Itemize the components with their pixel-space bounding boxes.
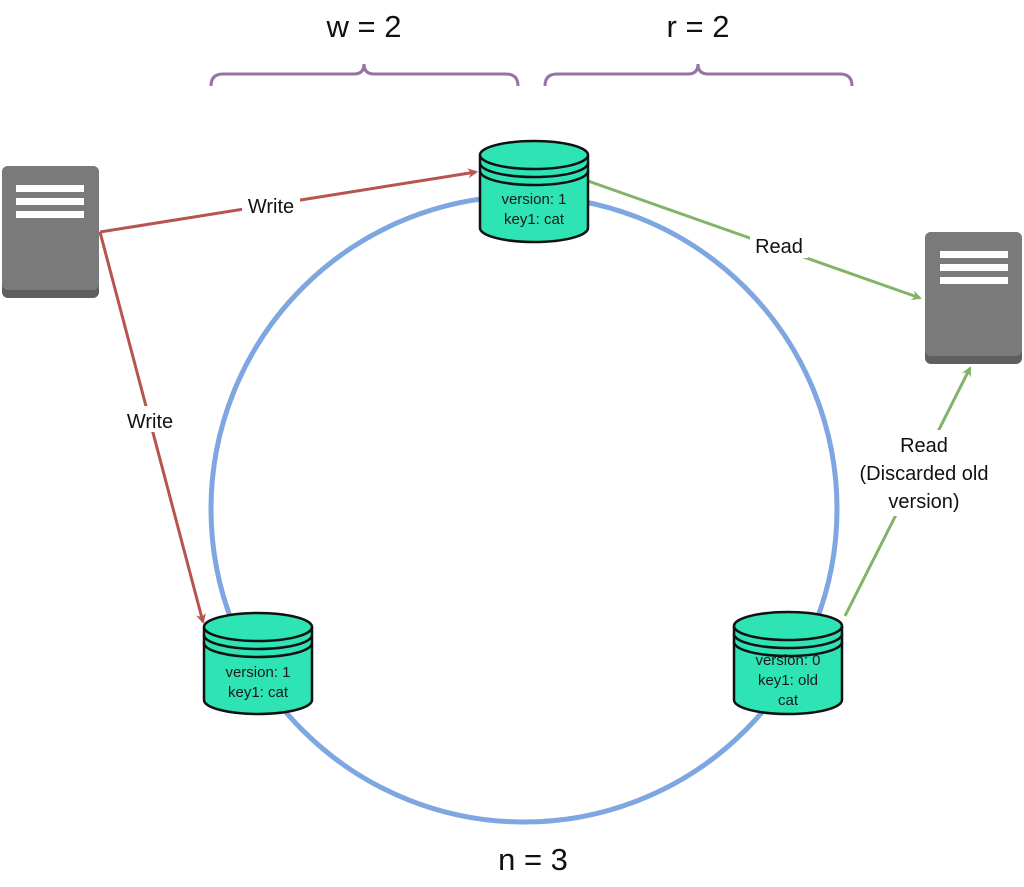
read-label-right-line2: (Discarded old — [860, 463, 989, 485]
write-label-left: Write — [127, 411, 173, 433]
read-label-right-line1: Read — [900, 435, 948, 457]
read-brace — [543, 63, 854, 87]
replication-factor-label: n = 3 — [498, 842, 568, 877]
read-label-top: Read — [755, 236, 803, 258]
client-writer-server[interactable] — [2, 166, 99, 298]
read-quorum-label: r = 2 — [667, 9, 730, 44]
write-label-top: Write — [248, 196, 294, 218]
server-icon — [16, 185, 84, 218]
node-top-version: version: 1 — [501, 191, 566, 208]
node-left-database[interactable]: version: 1 key1: cat — [202, 611, 314, 716]
node-right-value-line2: cat — [778, 692, 799, 709]
hash-ring — [208, 193, 840, 825]
node-top-database[interactable]: version: 1 key1: cat — [478, 139, 590, 244]
database-icon — [732, 610, 844, 716]
database-icon — [202, 611, 314, 716]
node-right-database[interactable]: version: 0 key1: old cat — [732, 610, 844, 716]
node-left-version: version: 1 — [225, 664, 290, 681]
node-right-version: version: 0 — [755, 652, 820, 669]
read-label-right-line3: version) — [888, 491, 959, 513]
node-top-value: key1: cat — [504, 211, 565, 228]
server-icon — [940, 251, 1008, 284]
node-right-value-line1: key1: old — [758, 672, 818, 689]
database-icon — [478, 139, 590, 244]
node-left-value: key1: cat — [228, 684, 289, 701]
write-quorum-label: w = 2 — [326, 9, 402, 44]
client-reader-server[interactable] — [925, 232, 1022, 364]
write-brace — [209, 63, 520, 87]
